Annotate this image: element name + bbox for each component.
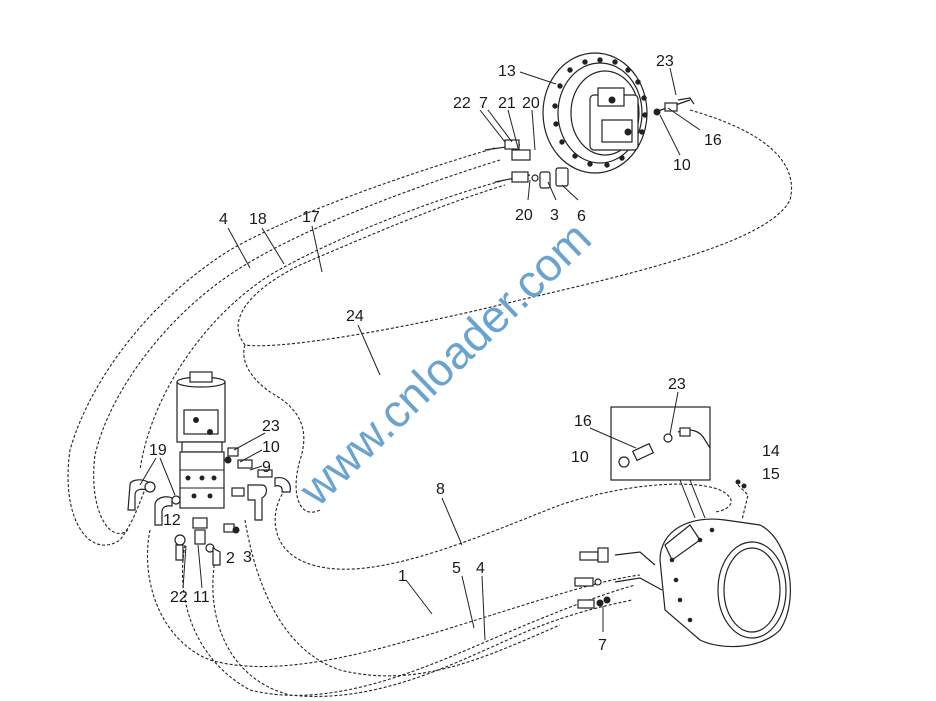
callout-12: 12: [163, 512, 181, 529]
callout-11: 11: [193, 589, 210, 606]
callout-23-mid: 23: [262, 418, 280, 435]
callout-23-box: 23: [668, 376, 686, 393]
watermark-text: www.cnloader.com: [288, 211, 601, 516]
callout-10-top: 10: [673, 157, 691, 174]
callout-22-bot: 22: [170, 589, 188, 606]
callout-5: 5: [452, 560, 461, 577]
callout-4-bot: 4: [476, 560, 485, 577]
callout-22-top: 22: [453, 95, 471, 112]
callout-10-box: 10: [571, 449, 589, 466]
callout-19: 19: [149, 442, 167, 459]
fittings-top-left: [484, 139, 569, 189]
fittings-bottom-motor: [574, 547, 663, 609]
travel-motor-bottom: [659, 518, 791, 648]
detail-inset-box: [610, 406, 711, 519]
fittings-14-15: [735, 479, 749, 521]
swivel-fittings: [127, 447, 291, 566]
leader-lines: [139, 67, 701, 641]
callout-23-top: 23: [656, 53, 674, 70]
callout-labels: 13 23 22 7 21 20 16 10 20 3 6 4 18 17 24…: [149, 53, 780, 654]
callout-3-top: 3: [550, 207, 559, 224]
callout-10-mid: 10: [262, 439, 280, 456]
callout-8: 8: [436, 481, 445, 498]
callout-4-top: 4: [219, 211, 228, 228]
center-swivel-joint: [176, 371, 226, 509]
callout-21: 21: [498, 95, 516, 112]
callout-18: 18: [249, 211, 267, 228]
fittings-top-right: [653, 97, 695, 116]
callout-20-top: 20: [522, 95, 540, 112]
callout-9: 9: [262, 459, 271, 476]
callout-7-bot: 7: [598, 637, 607, 654]
hose-loop-left: [67, 147, 506, 546]
callout-3-bot: 3: [243, 549, 252, 566]
callout-6: 6: [577, 208, 586, 225]
callout-24: 24: [346, 308, 364, 325]
callout-7-top: 7: [479, 95, 488, 112]
callout-14: 14: [762, 443, 780, 460]
callout-20-mid: 20: [515, 207, 533, 224]
hose-8: [274, 483, 732, 570]
callout-2: 2: [226, 550, 235, 567]
callout-15: 15: [762, 466, 780, 483]
callout-16-box: 16: [574, 413, 592, 430]
callout-16-top: 16: [704, 132, 722, 149]
hose-loop-24: [237, 109, 792, 513]
callout-13: 13: [498, 63, 516, 80]
callout-1: 1: [398, 568, 407, 585]
travel-motor-top: [542, 52, 648, 174]
hoses-lower-1-5-4: [146, 519, 641, 697]
callout-17: 17: [302, 209, 320, 226]
